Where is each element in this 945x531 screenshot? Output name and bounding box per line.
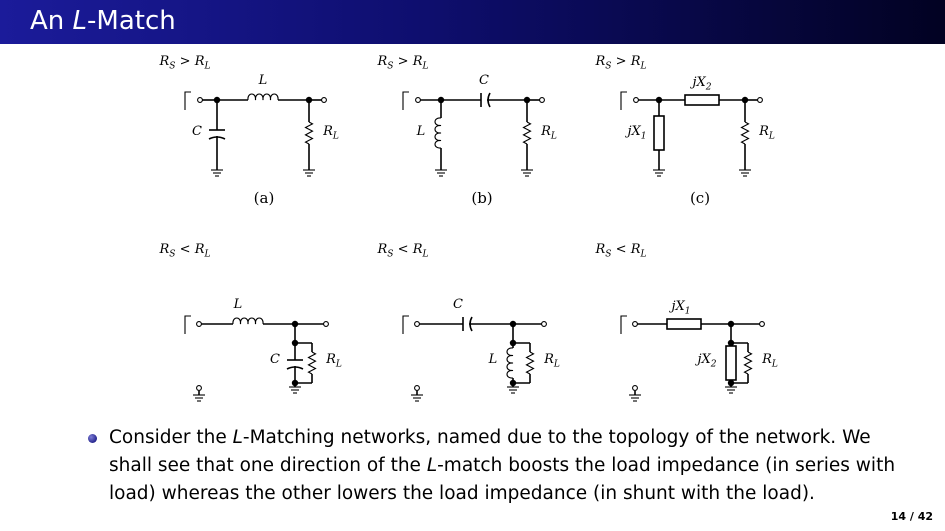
load-label: RL​ xyxy=(543,352,560,369)
load-resistor xyxy=(743,351,753,375)
load-label: RL​ xyxy=(761,352,778,369)
load-resistor xyxy=(525,351,535,375)
series-reactance xyxy=(684,94,720,106)
circuit-c: RS​ > RL​ jX2​ jX1​ RL​ (c) xyxy=(594,54,774,207)
bullet-italic-1: L xyxy=(232,427,243,448)
terminal xyxy=(541,321,547,327)
series-label: L xyxy=(233,297,243,312)
title-bar: An L-Match xyxy=(0,0,945,44)
shunt-inductor xyxy=(506,347,514,379)
bullet-icon xyxy=(88,434,97,443)
condition-label: RS​ > RL​ xyxy=(594,54,646,71)
condition-label: RS​ > RL​ xyxy=(158,54,210,71)
terminal xyxy=(632,385,638,391)
terminal xyxy=(632,321,638,327)
series-inductor xyxy=(247,93,279,101)
terminal xyxy=(323,321,329,327)
bullet-text-part-2: -Matching networks, named due to the top… xyxy=(109,427,871,476)
source-bracket xyxy=(184,315,191,334)
bullet-text: Consider the L-Matching networks, named … xyxy=(109,424,918,508)
circuit-b: RS​ > RL​ C L RL​ (b) xyxy=(376,54,556,207)
shunt-reactance xyxy=(653,115,665,151)
shunt-label: jX1​ xyxy=(624,124,646,141)
condition-label: RS​ < RL​ xyxy=(594,242,646,259)
circuit-f: RS​ < RL​jX1​jX2​RL​(f) xyxy=(594,242,778,402)
series-label: C xyxy=(453,297,463,312)
title-italic: L xyxy=(72,6,88,36)
series-label: jX2​ xyxy=(689,75,711,92)
load-label: RL​ xyxy=(540,124,557,141)
terminal xyxy=(196,385,202,391)
caption: (b) xyxy=(471,189,492,207)
load-label: RL​ xyxy=(325,352,342,369)
condition-label: RS​ > RL​ xyxy=(376,54,428,71)
condition-label: RS​ < RL​ xyxy=(158,242,210,259)
load-label: RL​ xyxy=(322,124,339,141)
series-label: L xyxy=(258,73,268,88)
capacitor-plate xyxy=(487,92,491,108)
terminal xyxy=(757,97,763,103)
shunt-inductor xyxy=(434,117,442,149)
source-bracket xyxy=(402,315,409,334)
bullet-italic-2: L xyxy=(426,455,438,476)
source-bracket xyxy=(402,91,409,110)
terminal xyxy=(633,97,639,103)
load-resistor xyxy=(740,121,750,145)
load-resistor xyxy=(307,351,317,375)
terminal xyxy=(539,97,545,103)
page-number: 14 / 42 xyxy=(890,510,933,523)
series-label: jX1​ xyxy=(668,299,690,316)
shunt-label: C xyxy=(192,124,202,139)
condition-label: RS​ < RL​ xyxy=(376,242,428,259)
shunt-label: jX2​ xyxy=(694,352,716,369)
shunt-label: C xyxy=(270,352,280,367)
terminal xyxy=(196,321,202,327)
caption: (c) xyxy=(690,189,710,207)
terminal xyxy=(197,97,203,103)
source-bracket xyxy=(620,91,627,110)
source-bracket xyxy=(184,91,191,110)
terminal xyxy=(414,385,420,391)
shunt-label: L xyxy=(488,352,498,367)
capacitor-plate xyxy=(469,316,473,332)
bullet-point: Consider the L-Matching networks, named … xyxy=(88,424,918,508)
title-suffix: -Match xyxy=(87,6,176,36)
capacitor-plate xyxy=(286,366,304,370)
load-resistor xyxy=(304,121,314,145)
terminal xyxy=(414,321,420,327)
shunt-reactance xyxy=(725,345,737,381)
terminal xyxy=(415,97,421,103)
slide-title: An L-Match xyxy=(30,6,176,36)
source-bracket xyxy=(620,315,627,334)
shunt-label: L xyxy=(416,124,426,139)
bullet-text-part-3: -match boosts the load impedance (in ser… xyxy=(109,455,896,504)
series-inductor xyxy=(232,317,264,325)
series-reactance xyxy=(666,318,702,330)
capacitor-plate xyxy=(208,136,226,140)
terminal xyxy=(321,97,327,103)
caption: (a) xyxy=(254,189,275,207)
bullet-text-part-1: Consider the xyxy=(109,427,233,448)
circuit-a: RS​ > RL​ L C RL​ (a) xyxy=(158,54,338,207)
load-label: RL​ xyxy=(758,124,775,141)
terminal xyxy=(759,321,765,327)
load-resistor xyxy=(522,121,532,145)
title-prefix: An xyxy=(30,6,73,36)
series-label: C xyxy=(479,73,489,88)
